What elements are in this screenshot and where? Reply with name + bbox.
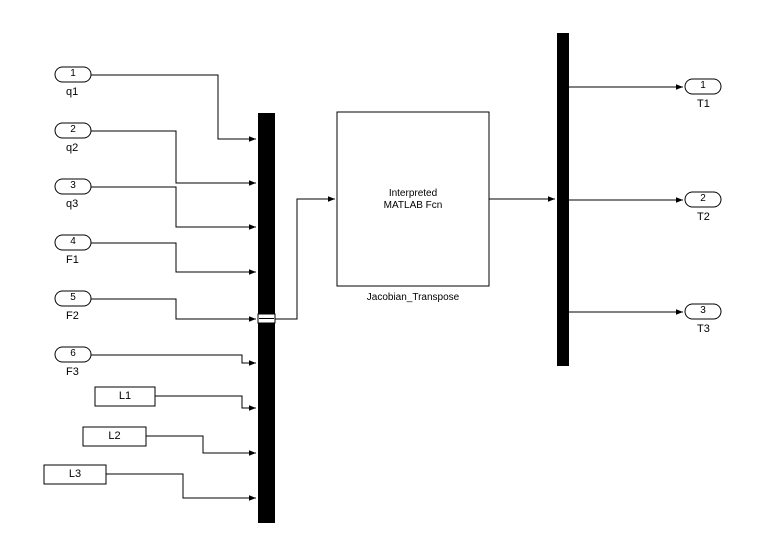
outport-1-block[interactable]: [684, 78, 722, 95]
inport-5-label: F2: [66, 310, 79, 322]
outport-1-label: T1: [697, 98, 710, 110]
inport-6-number: 6: [70, 348, 76, 359]
signal-line-mux-to-fcn[interactable]: [275, 196, 335, 320]
signal-line-q3[interactable]: [91, 186, 256, 230]
from-tag-L3: L3: [68, 468, 82, 480]
from-tag-L1: L1: [118, 390, 132, 402]
inport-3-label: q3: [66, 198, 79, 210]
demux-block[interactable]: [557, 33, 569, 366]
signal-line-L1[interactable]: [155, 395, 256, 411]
inport-1-label: q1: [66, 86, 79, 98]
inport-5-number: 5: [70, 292, 76, 303]
signal-line-q1[interactable]: [91, 74, 256, 142]
signal-line-L3[interactable]: [106, 473, 256, 501]
signal-line-F2[interactable]: [91, 298, 256, 322]
signal-line-F1[interactable]: [91, 242, 256, 275]
signal-line-F3[interactable]: [91, 354, 256, 366]
outport-3-number: 3: [700, 305, 706, 316]
inport-2-label: q2: [66, 142, 79, 154]
from-tag-L2: L2: [108, 430, 121, 442]
inport-4-number: 4: [70, 236, 76, 247]
fcn-block-line2: MATLAB Fcn: [383, 200, 443, 211]
inport-6-label: F3: [66, 366, 79, 378]
inport-3-number: 3: [70, 180, 76, 191]
inport-1-number: 1: [70, 68, 76, 79]
fcn-block-name: Jacobian_Transpose: [366, 292, 460, 303]
outport-2-number: 2: [700, 193, 706, 204]
outport-3-block[interactable]: [684, 303, 722, 320]
jacobian-transpose-block[interactable]: [336, 111, 490, 287]
inport-2-number: 2: [70, 124, 76, 135]
inport-4-label: F1: [66, 254, 79, 266]
signal-line-L2[interactable]: [146, 435, 256, 456]
signal-line-q2[interactable]: [91, 130, 256, 186]
outport-3-label: T3: [697, 323, 710, 335]
outport-2-block[interactable]: [684, 191, 722, 208]
fcn-block-line1: Interpreted: [388, 188, 438, 199]
outport-1-number: 1: [700, 80, 706, 91]
outport-2-label: T2: [697, 211, 710, 223]
